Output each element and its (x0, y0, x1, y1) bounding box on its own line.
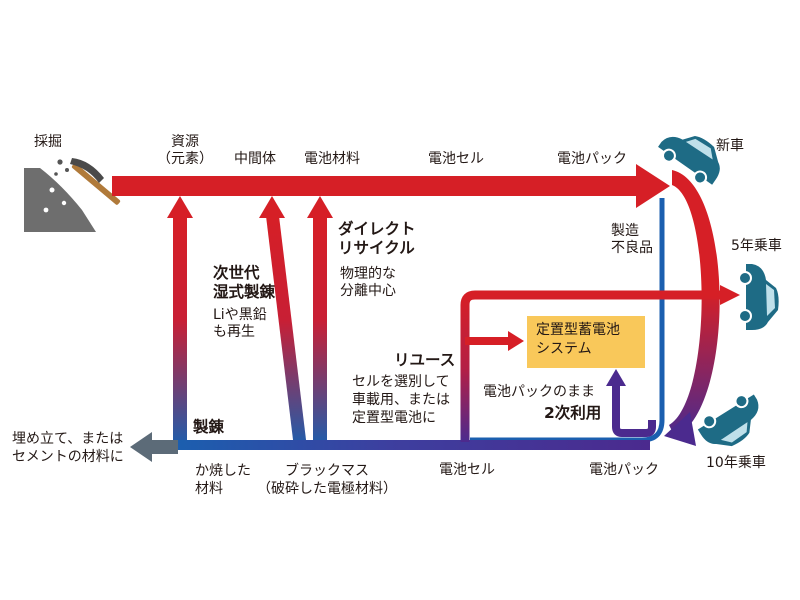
car-icon (697, 394, 759, 447)
flow-reuse-loop-arrowhead (720, 285, 740, 305)
label-landfill: 埋め立て、または セメントの材料に (12, 431, 124, 465)
flow-landfill-arrowhead (130, 432, 152, 462)
flow-second-use (612, 384, 656, 437)
flow-smelting-up-arrowhead (167, 196, 193, 218)
label-year10: 10年乗車 (706, 455, 766, 471)
flow-second-use-arrowhead (606, 369, 626, 386)
label-second-use: 2次利用 (544, 404, 602, 422)
label-battery-pack-top: 電池パック (557, 151, 627, 167)
flow-direct-up (313, 216, 327, 448)
flow-main-top-arrowhead (636, 164, 670, 208)
label-battery-material: 電池材料 (304, 151, 360, 167)
flow-reuse-to-storage-arrowhead (508, 331, 524, 351)
flow-bottom-return (175, 440, 650, 450)
label-reuse: リユース (394, 351, 456, 369)
label-new-car: 新車 (716, 138, 744, 154)
label-direct-recycle-sub: 物理的な 分離中心 (340, 266, 396, 299)
label-smelting: 製錬 (193, 418, 225, 436)
label-battery-cell-top: 電池セル (428, 151, 484, 167)
label-mining: 採掘 (34, 134, 62, 150)
flow-next-gen-up-arrowhead (259, 196, 285, 218)
flow-next-gen-up (266, 216, 307, 448)
label-burnt: か焼した 材料 (195, 463, 251, 497)
label-resources: 資源 （元素） (157, 134, 213, 167)
label-black-mass: ブラックマス （破砕した電極材料） (257, 463, 397, 497)
label-next-gen-sub: Liや黒鉛 も再生 (213, 307, 267, 340)
stationary-storage-box: 定置型蓄電池 システム (527, 316, 645, 368)
label-year5: 5年乗車 (731, 238, 782, 254)
flow-direct-up-arrowhead (307, 196, 333, 218)
flow-main-top (112, 176, 638, 196)
label-direct-recycle: ダイレクト リサイクル (338, 220, 416, 257)
mining-pickaxe-icon (24, 158, 121, 232)
flow-vehicle-life-arc (669, 170, 720, 437)
label-battery-cell-bottom: 電池セル (439, 462, 495, 478)
flow-landfill (150, 440, 178, 454)
car-icon (738, 264, 779, 330)
flow-reuse-loop (460, 290, 722, 442)
car-icon (658, 136, 720, 185)
label-as-pack: 電池パックのまま (483, 384, 595, 400)
label-defect: 製造 不良品 (611, 223, 653, 256)
flow-defect-return (470, 198, 665, 443)
flow-vehicle-life-arrowhead (664, 412, 696, 446)
flow-smelting-up (173, 216, 187, 448)
label-next-gen: 次世代 湿式製錬 (213, 264, 276, 301)
flow-reuse-to-storage (465, 337, 511, 345)
label-reuse-sub: セルを選別して 車載用、または 定置型電池に (352, 374, 450, 426)
label-intermediate: 中間体 (234, 151, 276, 167)
label-battery-pack-bottom: 電池パック (589, 462, 659, 478)
